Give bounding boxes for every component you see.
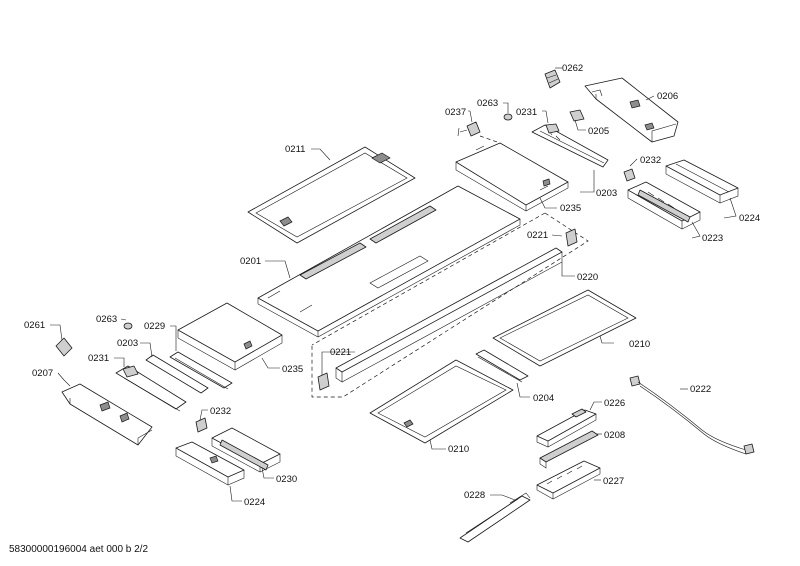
callout-labels: 0262 0206 0263 0237 0231 0205 0211 0232 … bbox=[24, 63, 760, 508]
callout-0201: 0201 bbox=[240, 256, 261, 267]
callout-0211: 0211 bbox=[285, 144, 305, 155]
part-0222 bbox=[629, 375, 755, 455]
callout-0235-top: 0235 bbox=[560, 203, 581, 214]
part-0210-bottom bbox=[369, 359, 514, 444]
callout-0230: 0230 bbox=[276, 474, 297, 485]
part-0231-left bbox=[115, 365, 187, 412]
callout-0206: 0206 bbox=[657, 91, 678, 102]
callout-0224-top: 0224 bbox=[739, 213, 760, 224]
callout-0210-right: 0210 bbox=[629, 339, 650, 350]
part-0211 bbox=[247, 146, 416, 244]
part-0206 bbox=[584, 77, 679, 143]
callout-0263-top: 0263 bbox=[477, 98, 498, 109]
part-0201 bbox=[257, 185, 521, 338]
document-id-footer: 58300000196004 aet 000 b 2/2 bbox=[9, 544, 149, 555]
part-0205 bbox=[569, 109, 585, 122]
callout-0229: 0229 bbox=[144, 321, 165, 332]
callout-0232-top: 0232 bbox=[640, 155, 661, 166]
callout-0222: 0222 bbox=[690, 384, 711, 395]
part-0231-top bbox=[531, 123, 609, 168]
callout-0203-top: 0203 bbox=[596, 188, 617, 199]
part-0220 bbox=[335, 247, 563, 383]
part-0207 bbox=[61, 383, 153, 446]
part-0262 bbox=[544, 69, 561, 89]
part-0235-left bbox=[177, 302, 283, 371]
leader-lines bbox=[50, 67, 737, 502]
callout-0224-bottom: 0224 bbox=[244, 497, 265, 508]
part-0208 bbox=[539, 430, 599, 469]
callout-0223: 0223 bbox=[702, 233, 723, 244]
part-0228 bbox=[459, 492, 531, 543]
part-0210-right bbox=[492, 289, 637, 367]
callout-0228: 0228 bbox=[464, 490, 485, 501]
part-0224-top bbox=[665, 159, 739, 204]
part-0221-left bbox=[317, 372, 330, 391]
callout-0221-left: 0221 bbox=[330, 347, 351, 358]
part-0224-bottom bbox=[175, 441, 245, 486]
callout-0208: 0208 bbox=[604, 430, 625, 441]
part-0221-top bbox=[565, 228, 578, 247]
part-0226 bbox=[536, 408, 597, 448]
callout-0205: 0205 bbox=[588, 126, 609, 137]
callout-0231-top: 0231 bbox=[516, 107, 537, 118]
callout-0227: 0227 bbox=[603, 476, 624, 487]
part-0237 bbox=[457, 121, 481, 137]
callout-0232-left: 0232 bbox=[210, 406, 231, 417]
part-0235-top bbox=[455, 135, 569, 212]
callout-0263-left: 0263 bbox=[96, 314, 117, 325]
callout-0237: 0237 bbox=[445, 107, 466, 118]
part-0223 bbox=[627, 181, 701, 230]
part-0227 bbox=[536, 460, 601, 500]
callout-0220: 0220 bbox=[577, 272, 598, 283]
part-0230 bbox=[211, 427, 281, 473]
callout-0204: 0204 bbox=[533, 393, 554, 404]
callout-0262: 0262 bbox=[562, 63, 583, 74]
callout-0203-left: 0203 bbox=[117, 338, 138, 349]
part-0204 bbox=[475, 349, 529, 383]
callout-0221-top: 0221 bbox=[527, 230, 548, 241]
part-0229 bbox=[169, 351, 233, 390]
callout-0235-left: 0235 bbox=[282, 364, 303, 375]
callout-0261: 0261 bbox=[24, 320, 45, 331]
callout-0231-left: 0231 bbox=[88, 353, 109, 364]
callout-0210-bottom: 0210 bbox=[448, 444, 469, 455]
part-0232-left bbox=[195, 417, 208, 433]
callout-0207: 0207 bbox=[32, 368, 53, 379]
part-0203-left bbox=[145, 354, 209, 394]
part-0232-top bbox=[623, 168, 636, 182]
part-0263-left bbox=[123, 322, 133, 330]
part-0263-top bbox=[503, 113, 513, 121]
callout-0226: 0226 bbox=[604, 398, 625, 409]
group-0220-outline bbox=[311, 212, 589, 398]
part-0261 bbox=[55, 337, 73, 357]
